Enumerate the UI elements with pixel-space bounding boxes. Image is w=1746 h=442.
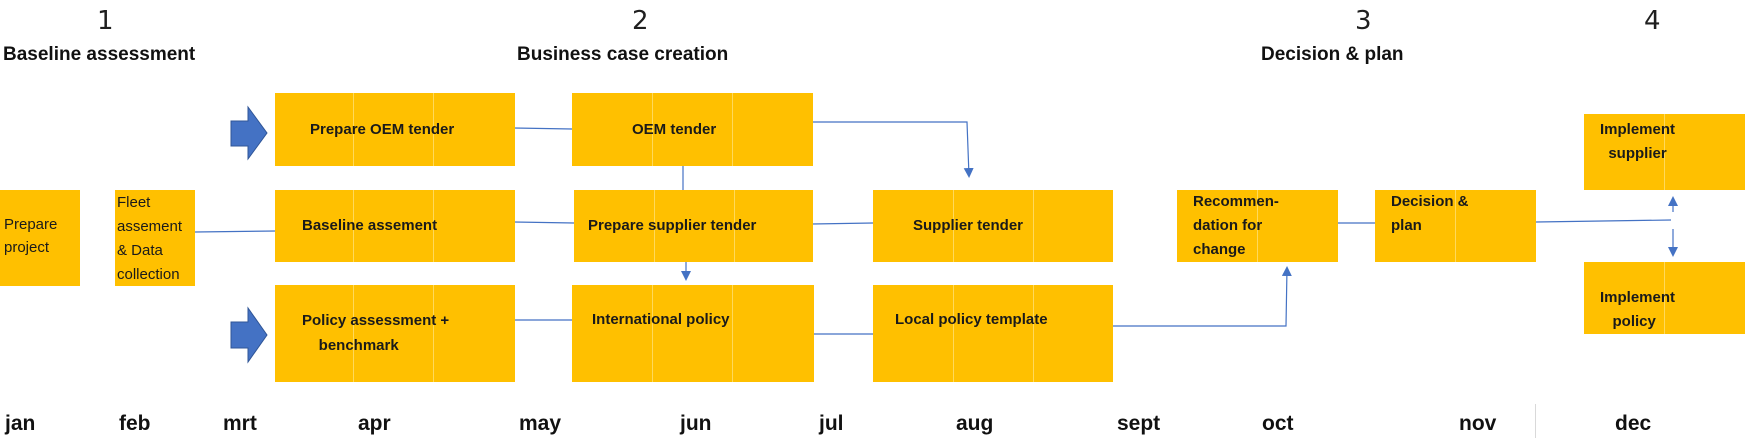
task-fleet-assessment: Fleet assement & Data collection xyxy=(115,190,195,286)
task-recommendation-for-change: Recommen- dation for change xyxy=(1177,190,1338,262)
month-dec: dec xyxy=(1615,412,1652,435)
task-decision-plan: Decision & plan xyxy=(1375,190,1536,262)
month-jun: jun xyxy=(680,412,712,435)
task-policy-assessment: Policy assessment + benchmark xyxy=(275,285,515,382)
task-baseline-assessment: Baseline assement xyxy=(275,190,515,262)
phase-3-number: 3 xyxy=(1355,6,1372,36)
task-supplier-tender: Supplier tender xyxy=(873,190,1113,262)
connector-oem-to-supplier-tender xyxy=(812,121,974,178)
month-jan: jan xyxy=(5,412,36,435)
connector-decision-right xyxy=(1535,219,1672,223)
phase-2-number: 2 xyxy=(632,6,649,36)
month-aug: aug xyxy=(956,412,994,435)
task-prepare-supplier-tender: Prepare supplier tender xyxy=(574,190,813,262)
task-implement-policy: Implement policy xyxy=(1584,262,1745,334)
month-feb: feb xyxy=(119,412,151,435)
task-implement-supplier: Implement supplier xyxy=(1584,114,1745,190)
month-separator xyxy=(1535,404,1536,438)
connector-baseline-to-prep-supplier xyxy=(513,221,575,224)
block-arrow-row3 xyxy=(230,306,268,364)
task-local-policy-template: Local policy template xyxy=(873,285,1113,382)
connector-prep-supplier-to-supplier xyxy=(811,222,874,225)
phase-1-title: Baseline assessment xyxy=(3,44,196,65)
month-oct: oct xyxy=(1262,412,1294,435)
month-sept: sept xyxy=(1117,412,1161,435)
connector-prep-oem-to-oem xyxy=(513,127,573,130)
connector-local-to-recommendation xyxy=(1113,266,1292,327)
phase-3-title: Decision & plan xyxy=(1261,44,1404,65)
month-may: may xyxy=(519,412,562,435)
task-international-policy: International policy xyxy=(572,285,814,382)
connector-fleet-to-baseline xyxy=(194,230,277,233)
month-jul: jul xyxy=(819,412,844,435)
month-mrt: mrt xyxy=(223,412,257,435)
month-apr: apr xyxy=(358,412,391,435)
task-prepare-oem-tender: Prepare OEM tender xyxy=(275,93,515,166)
phase-4-number: 4 xyxy=(1644,6,1661,36)
task-oem-tender: OEM tender xyxy=(572,93,813,166)
task-prepare-project: Prepare project xyxy=(0,190,80,286)
phase-2-title: Business case creation xyxy=(517,44,729,65)
block-arrow-row1 xyxy=(230,105,268,161)
phase-1-number: 1 xyxy=(97,6,114,36)
month-nov: nov xyxy=(1459,412,1497,435)
